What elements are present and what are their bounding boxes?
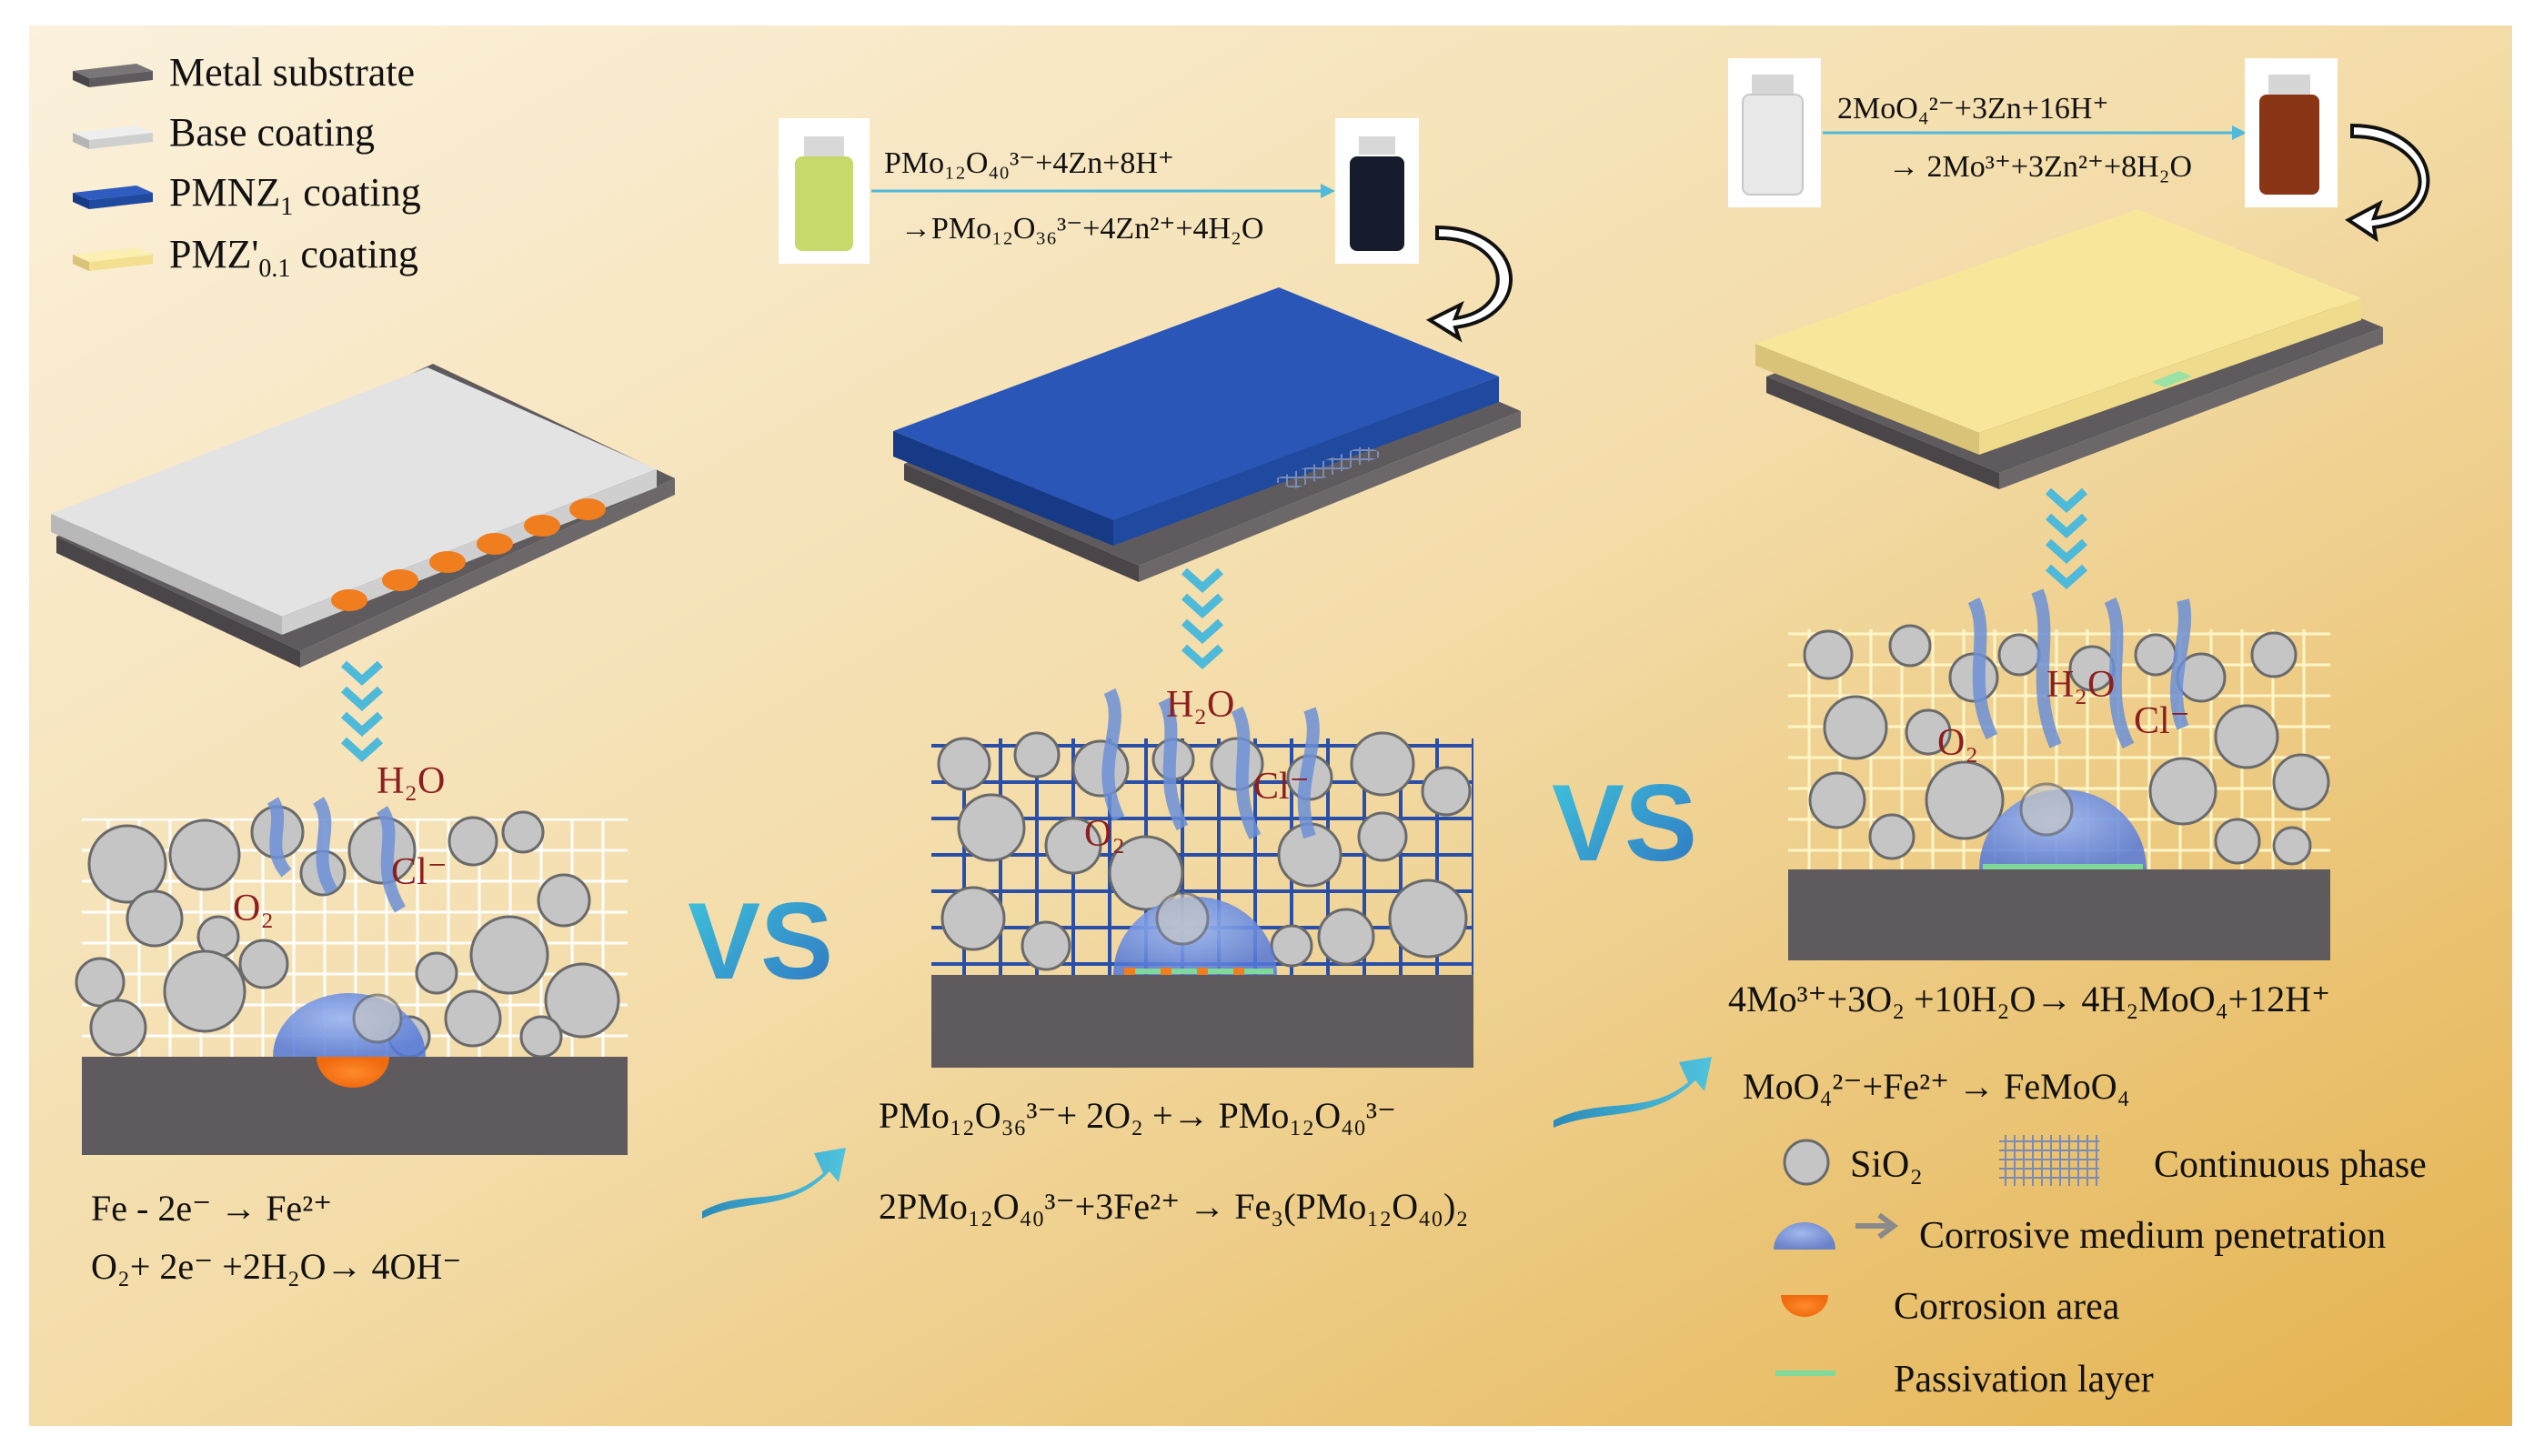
pmnz-coated-plate [893, 287, 1521, 582]
metal-substrate [931, 975, 1473, 1068]
legend-label-metal: Metal substrate [169, 50, 415, 95]
h2o-label: H₂O [1166, 684, 1234, 726]
legend-top: Metal substrate Base coating PMNZ1 coati… [73, 50, 421, 283]
o2-label: O₂ [1084, 813, 1125, 855]
panel-1: H₂O Cl⁻ O₂ Fe - 2e⁻ → Fe²⁺ O₂+ 2e⁻ +2H₂O… [51, 364, 675, 1287]
corrosion-spot [331, 589, 367, 611]
vial-yellow-icon [779, 118, 870, 264]
corrosion-icon [1781, 1295, 1828, 1317]
cl-label: Cl⁻ [2134, 700, 2190, 742]
rotate-arrow-icon [2345, 123, 2430, 243]
cl-label: Cl⁻ [391, 851, 447, 893]
legend-label-base: Base coating [169, 110, 375, 155]
panel-3: 2MoO₄²⁻+3Zn+16H⁺ → 2Mo³⁺+3Zn²⁺+8H₂O [1728, 58, 2430, 1107]
cross-section-2: H₂O Cl⁻ O₂ [931, 684, 1473, 1068]
vial-dark-icon [1335, 118, 1419, 264]
cross-section-3: H₂O Cl⁻ O₂ [1788, 588, 2330, 960]
panel2-equation-2: 2PMo₁₂O₄₀³⁻+3Fe²⁺ → Fe₃(PMo₁₂O₄₀)₂ [879, 1186, 1468, 1227]
panel1-equation-1: Fe - 2e⁻ → Fe²⁺ [91, 1188, 332, 1229]
chevron-down-icon [1181, 567, 1224, 670]
panel2-vial-reaction-1: PMo₁₂O₄₀³⁻+4Zn+8H⁺ [884, 146, 1174, 180]
panel2-vial-reaction-2: →PMo₁₂O₃₆³⁻+4Zn²⁺+4H₂O [900, 212, 1263, 246]
legend-penetration: Corrosive medium penetration [1919, 1215, 2386, 1257]
legend-passivation: Passivation layer [1894, 1359, 2154, 1401]
corrosion-spot [569, 498, 606, 520]
cross-section-1: H₂O Cl⁻ O₂ [75, 760, 628, 1155]
rotate-arrow-icon [1425, 225, 1513, 343]
corrosion-area [317, 1057, 389, 1088]
panel3-equation-1: 4Mo³⁺+3O₂ +10H₂O→ 4H₂MoO₄+12H⁺ [1728, 979, 2330, 1019]
panel3-vial-reaction-1: 2MoO₄²⁻+3Zn+16H⁺ [1837, 92, 2108, 126]
corrosion-spot [429, 551, 466, 573]
o2-label: O₂ [1937, 722, 1978, 764]
continuous-phase-icon [1999, 1135, 2099, 1186]
corrosion-spot [524, 515, 560, 537]
cl-label: Cl⁻ [1253, 766, 1310, 808]
corrosion-spot [477, 533, 513, 555]
legend-swatch-base [73, 126, 153, 149]
vs-label-1: VS [688, 880, 833, 1002]
chevron-down-icon [2045, 487, 2088, 590]
continuous-phase-patch [1272, 446, 1386, 489]
arrow-right-icon [1855, 1212, 1898, 1240]
panel1-equation-2: O₂+ 2e⁻ +2H₂O→ 4OH⁻ [91, 1246, 461, 1287]
vs-label-2: VS [1552, 762, 1697, 884]
base-coated-plate [51, 364, 675, 668]
o2-label: O₂ [233, 888, 274, 929]
h2o-label: H₂O [2046, 664, 2115, 706]
h2o-label: H₂O [377, 760, 445, 802]
panel3-equation-2: MoO₄²⁻+Fe²⁺ → FeMoO₄ [1743, 1066, 2130, 1107]
corrosion-spot [382, 569, 418, 591]
panel2-equation-1: PMo₁₂O₃₆³⁻+ 2O₂ +→ PMo₁₂O₄₀³⁻ [879, 1095, 1396, 1136]
legend-label-pmz: PMZ'0.1 coating [169, 232, 418, 283]
legend-bottom: SiO₂ Continuous phase Corrosive medium p… [1774, 1135, 2427, 1401]
legend-continuous-phase: Continuous phase [2154, 1144, 2427, 1186]
curved-arrow-icon [1554, 1057, 1712, 1128]
sio2-icon [1783, 1139, 1830, 1186]
curved-arrow-icon [702, 1148, 846, 1219]
panel-2: PMo₁₂O₄₀³⁻+4Zn+8H⁺ →PMo₁₂O₃₆³⁻+4Zn²⁺+4H₂… [779, 118, 1521, 1227]
penetration-icon [1774, 1222, 1835, 1250]
vial-clear-icon [1728, 58, 1821, 207]
pmz-coated-plate [1755, 209, 2383, 489]
legend-swatch-pmz [73, 247, 153, 271]
legend-sio2: SiO₂ [1850, 1144, 1923, 1186]
chevron-down-icon [340, 660, 384, 763]
metal-substrate [1788, 869, 2330, 960]
legend-swatch-pmnz [73, 186, 153, 209]
vial-brown-icon [2245, 58, 2338, 207]
passivation-patch [2152, 371, 2192, 387]
panel3-vial-reaction-2: → 2Mo³⁺+3Zn²⁺+8H₂O [1888, 150, 2192, 184]
legend-corrosion: Corrosion area [1894, 1286, 2120, 1328]
legend-label-pmnz: PMNZ1 coating [169, 170, 421, 221]
legend-swatch-metal [73, 64, 153, 87]
